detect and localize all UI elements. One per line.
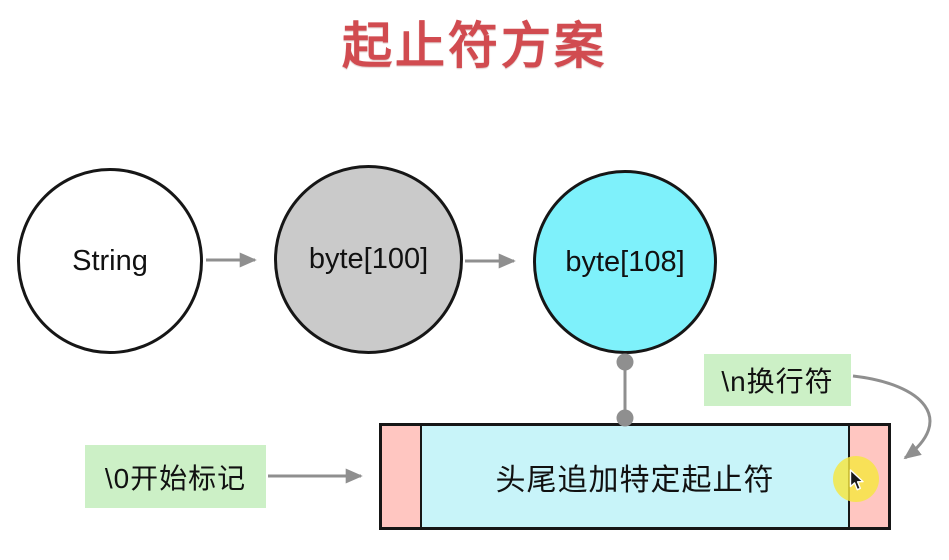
head-marker-band bbox=[382, 426, 422, 527]
connector-dot-top bbox=[616, 353, 634, 371]
annotation-newline: \n换行符 bbox=[704, 354, 851, 406]
node-byte100: byte[100] bbox=[274, 165, 463, 354]
mouse-cursor-icon bbox=[849, 469, 864, 491]
node-string: String bbox=[17, 168, 203, 354]
node-string-label: String bbox=[72, 244, 148, 277]
node-byte100-label: byte[100] bbox=[308, 243, 429, 275]
node-byte108: byte[108] bbox=[533, 170, 717, 354]
node-byte108-label: byte[108] bbox=[565, 245, 685, 278]
annotation-start-marker: \0开始标记 bbox=[85, 445, 266, 508]
process-box: 头尾追加特定起止符 bbox=[379, 423, 891, 530]
process-box-label: 头尾追加特定起止符 bbox=[495, 463, 775, 497]
page-title: 起止符方案 bbox=[342, 18, 607, 74]
